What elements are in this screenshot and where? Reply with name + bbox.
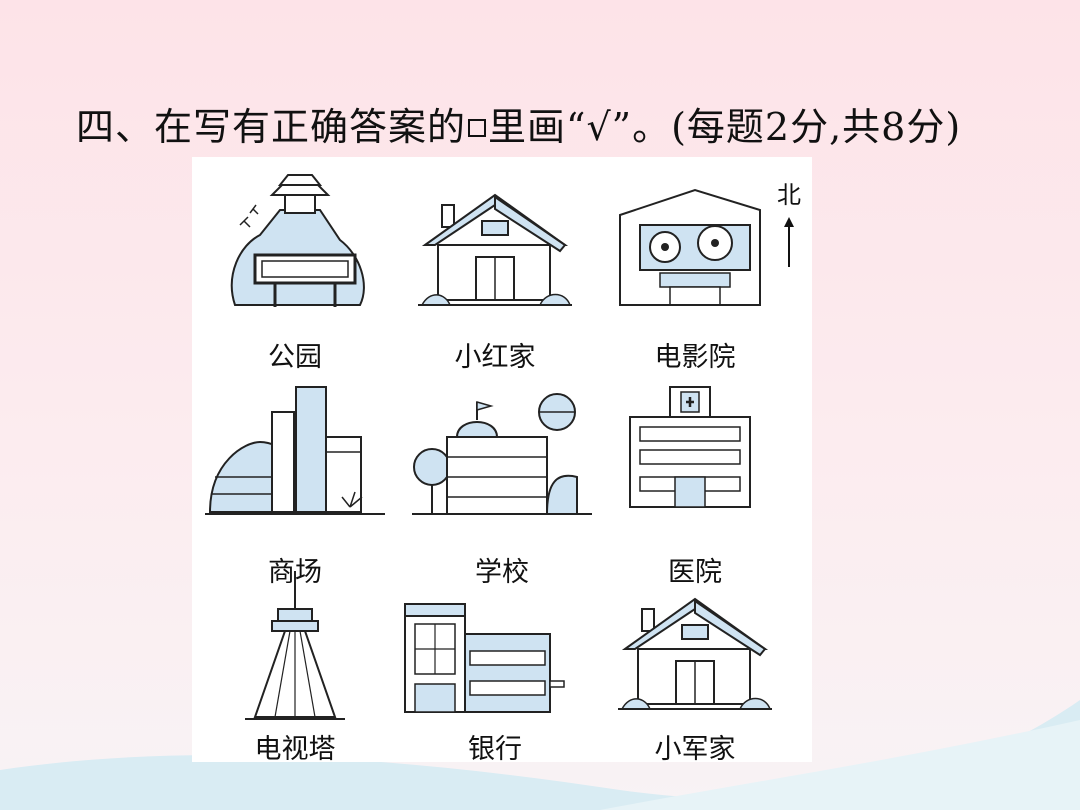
tv-tower-icon — [245, 571, 345, 720]
place-label: 小军家 — [654, 734, 736, 765]
answer-box-icon — [468, 118, 487, 137]
place-cinema: 电影院 — [600, 165, 790, 373]
place-xiaohong-home: 小红家 — [400, 165, 590, 373]
house-icon — [618, 597, 772, 710]
north-arrow-icon — [784, 217, 794, 267]
place-label: 学校 — [475, 557, 529, 588]
school-icon — [412, 393, 592, 515]
mall-icon — [205, 386, 385, 515]
place-mall: 商场 — [200, 382, 390, 588]
map-panel: 北 公园 小红家 — [192, 157, 812, 765]
cinema-icon — [619, 188, 761, 306]
place-park: 公园 — [200, 165, 390, 373]
place-xiaojun-home: 小军家 — [600, 569, 790, 769]
house-icon — [418, 193, 572, 306]
title-suffix: 里画“√”。(每题2分,共8分) — [488, 105, 962, 149]
place-label: 小红家 — [454, 342, 536, 373]
place-label: 电视塔 — [254, 734, 336, 765]
place-hospital: 医院 — [600, 382, 790, 588]
hospital-icon — [629, 386, 751, 508]
place-label: 银行 — [468, 734, 522, 765]
place-label: 医院 — [668, 557, 722, 588]
bank-icon — [404, 603, 565, 713]
place-bank: 银行 — [400, 569, 590, 769]
place-label: 公园 — [268, 342, 322, 373]
park-pavilion-icon — [230, 174, 365, 307]
place-school: 学校 — [407, 382, 597, 588]
place-label: 电影院 — [654, 342, 736, 373]
question-title: 四、在写有正确答案的里画“√”。(每题2分,共8分) — [76, 96, 1036, 151]
north-label: 北 — [777, 181, 801, 209]
title-prefix: 四、在写有正确答案的 — [76, 105, 467, 149]
place-tv-tower: 电视塔 — [200, 569, 390, 769]
